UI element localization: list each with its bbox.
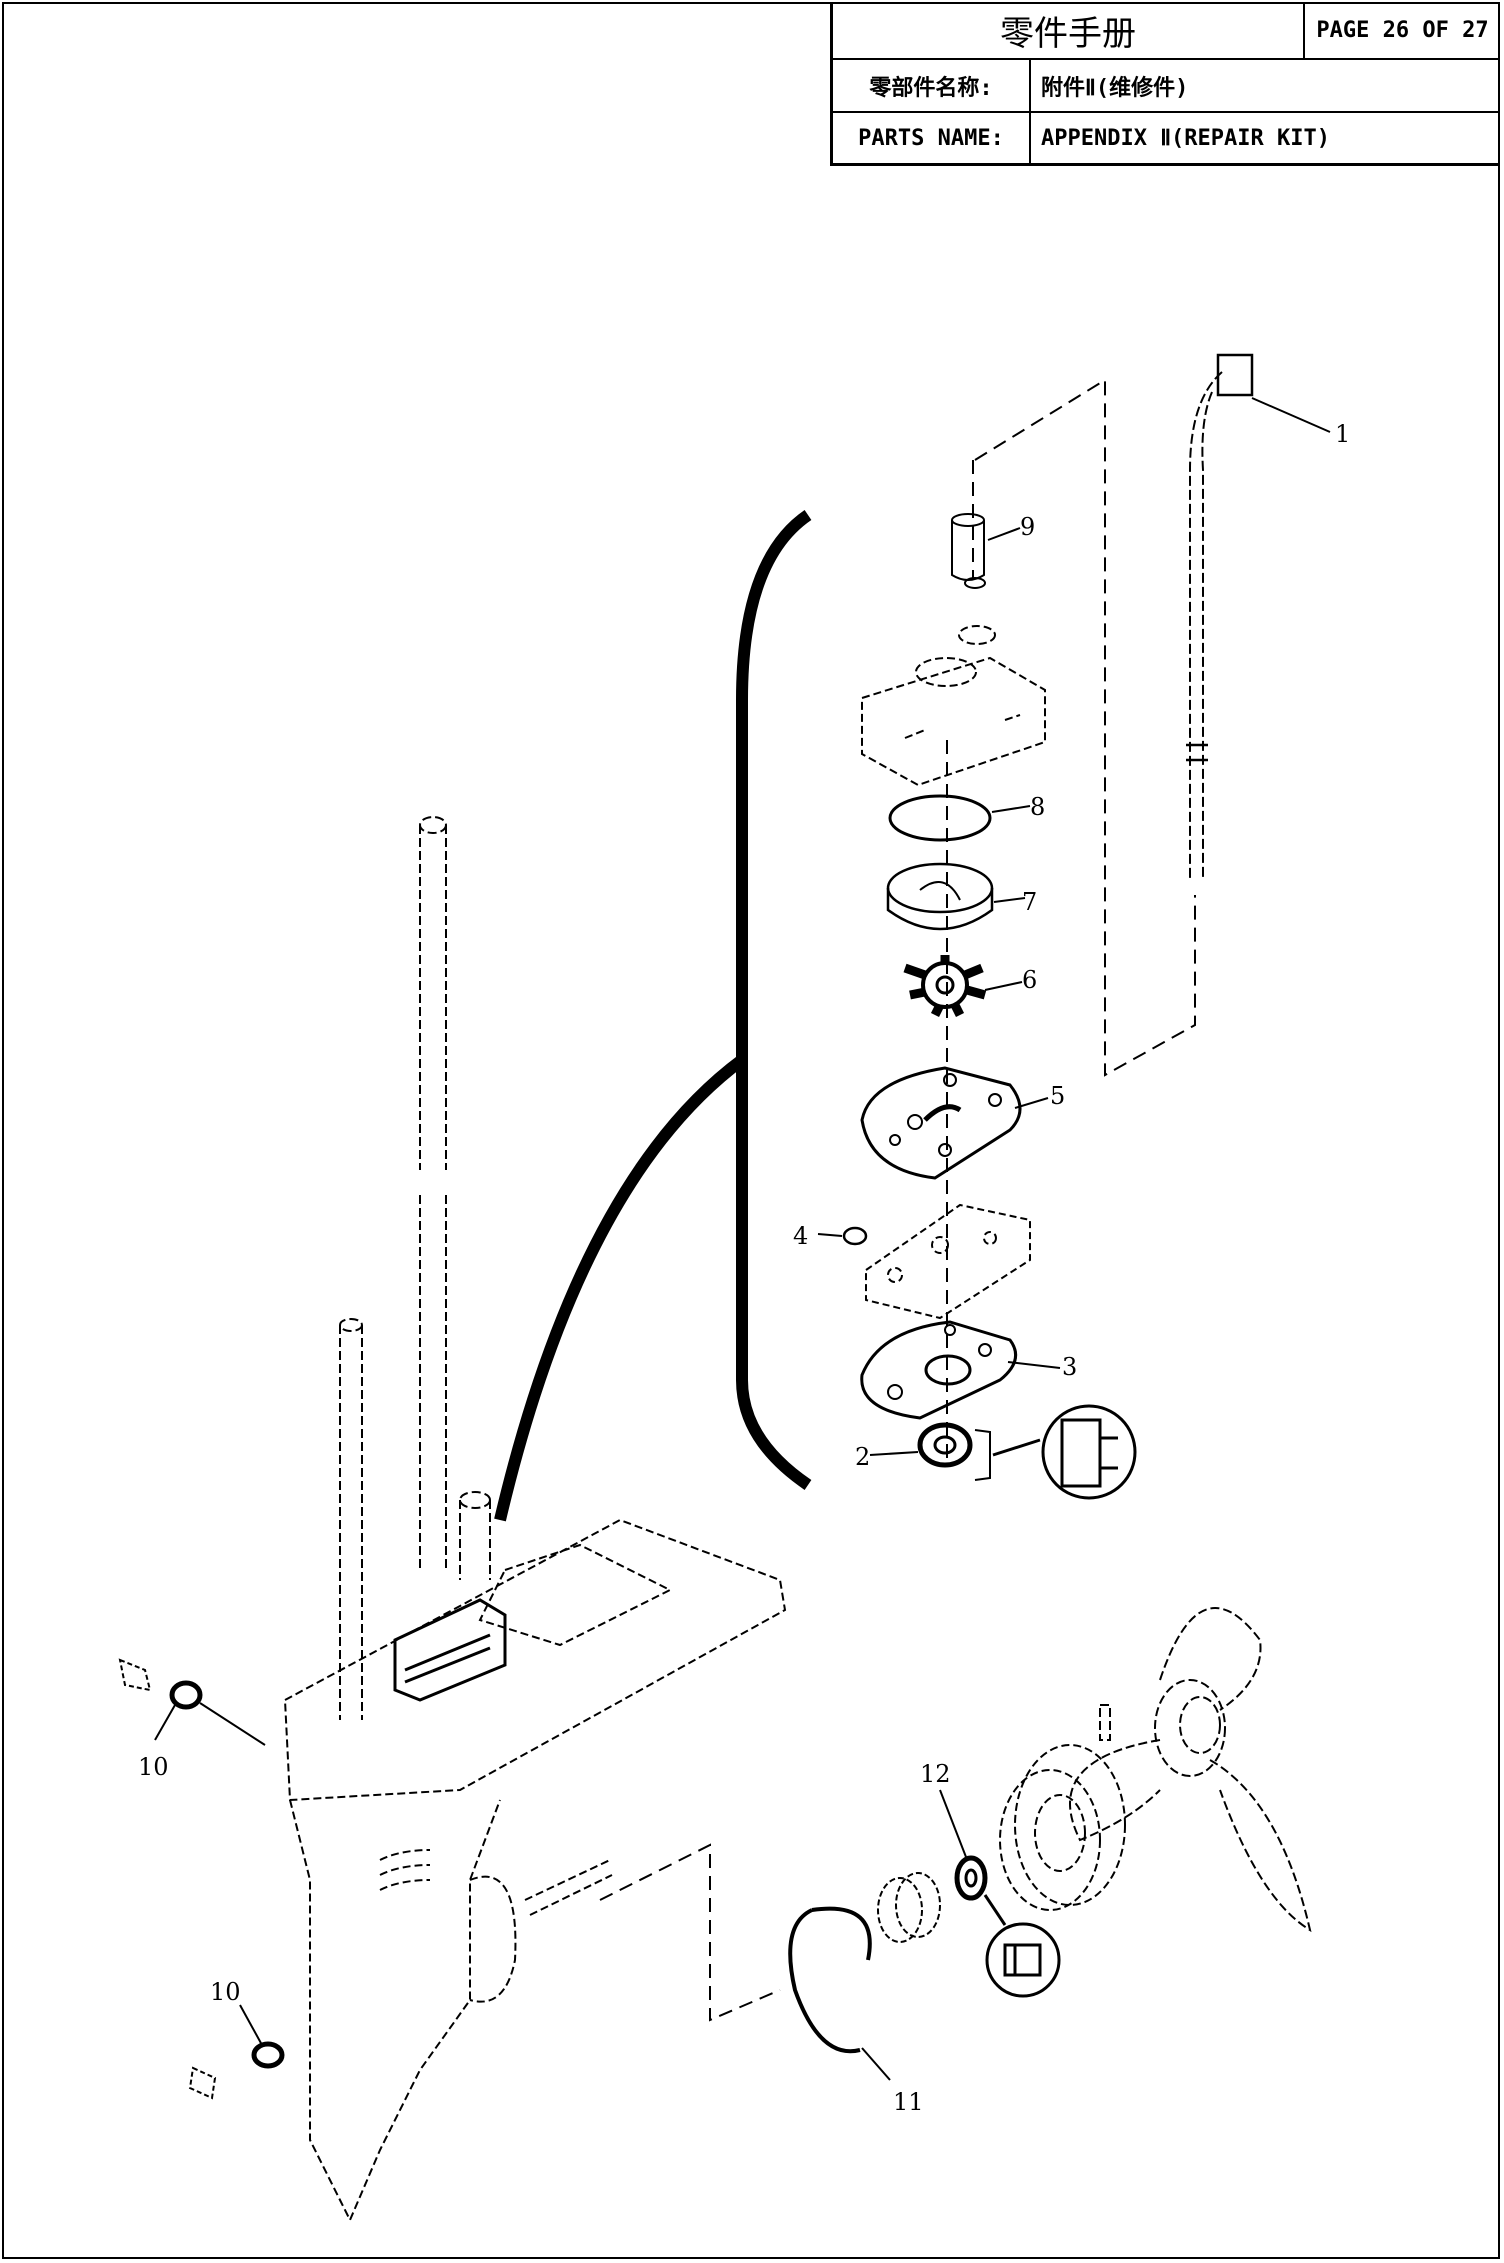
part-3-gasket [860, 1320, 1061, 1420]
leader-6 [984, 981, 1023, 991]
cn-name-row: 零部件名称: 附件Ⅱ(维修件) [833, 60, 1500, 113]
leader-7 [993, 897, 1026, 903]
part-9-sleeve [951, 513, 1021, 589]
callout-4: 4 [793, 1222, 808, 1250]
leader-4 [817, 1233, 843, 1237]
callout-labels: 1 2 3 4 5 6 7 8 9 10 10 11 12 [138, 420, 1350, 2116]
leader-3 [1007, 1361, 1061, 1369]
leader-2 [869, 1451, 919, 1456]
callout-3: 3 [1062, 1353, 1077, 1381]
assembly-bracket [494, 510, 812, 1522]
axis-hose-path [974, 378, 1196, 1077]
leader-9 [987, 527, 1021, 541]
pump-housing [861, 625, 1046, 787]
prop-shaft-bearing [877, 1872, 941, 1943]
part-8-o-ring [888, 794, 1031, 842]
bracket-pointer [494, 1055, 746, 1522]
cn-name-label: 零部件名称: [833, 60, 1031, 111]
part-11-circlip [788, 1906, 891, 2081]
callout-2: 2 [855, 1443, 870, 1471]
cn-name-value: 附件Ⅱ(维修件) [1041, 75, 1189, 101]
callout-6: 6 [1022, 966, 1037, 994]
callout-10-lower: 10 [210, 1978, 241, 2006]
leader-5 [1014, 1097, 1049, 1109]
en-name-row: PARTS NAME: APPENDIX Ⅱ(REPAIR KIT) [833, 113, 1500, 163]
leader-10a [199, 1702, 266, 1746]
tube-body [1189, 371, 1223, 880]
water-pump-assembly-installed [393, 1598, 507, 1702]
propeller [1069, 1607, 1312, 1933]
tube-break [1186, 743, 1208, 762]
title-block: 零件手册 PAGE 26 OF 27 零部件名称: 附件Ⅱ(维修件) PARTS… [830, 2, 1500, 166]
leader-8 [991, 805, 1031, 813]
bracket-curve [736, 510, 812, 1490]
axis-prop-shaft [599, 1843, 781, 2022]
callout-11: 11 [893, 2088, 924, 2116]
part-2-bearing [869, 1404, 1137, 1500]
en-name-label: PARTS NAME: [833, 113, 1031, 163]
part-1-water-tube [1186, 353, 1331, 880]
bearing-detail-bubble [1041, 1404, 1137, 1500]
drive-shafts [339, 816, 491, 1720]
callout-8: 8 [1030, 793, 1045, 821]
part-5-plate [860, 1066, 1049, 1180]
part-10-washer-lower [188, 2004, 285, 2100]
callout-1: 1 [1335, 420, 1350, 448]
callout-7: 7 [1022, 888, 1037, 916]
seal-detail-bubble [985, 1922, 1061, 1998]
callout-12: 12 [920, 1760, 951, 1788]
tube-grommet [1216, 353, 1254, 397]
pump-base-plate [865, 1203, 1031, 1320]
title-row: 零件手册 PAGE 26 OF 27 [833, 2, 1500, 60]
part-7-impeller-cup [886, 862, 1026, 931]
callout-5: 5 [1050, 1082, 1065, 1110]
doc-title: 零件手册 [833, 2, 1305, 58]
leader-11 [861, 2047, 891, 2081]
callout-9: 9 [1020, 513, 1035, 541]
part-12-oil-seal [939, 1789, 1061, 1998]
leader-12 [939, 1789, 967, 1858]
gearcase [283, 1518, 787, 2223]
bearing-housing [999, 1744, 1126, 1911]
leader-1 [1251, 397, 1331, 433]
part-10-washer-upper [118, 1658, 266, 1746]
callout-10-upper: 10 [138, 1753, 169, 1781]
page-number: PAGE 26 OF 27 [1316, 17, 1489, 43]
assembly-axis-lines [599, 378, 1196, 2022]
leader-10a-label [154, 1704, 176, 1741]
part-4-small-o-ring [817, 1226, 868, 1246]
en-name-value: APPENDIX Ⅱ(REPAIR KIT) [1041, 125, 1330, 151]
part-6-impeller [903, 955, 1023, 1018]
leader-10b [239, 2004, 263, 2046]
